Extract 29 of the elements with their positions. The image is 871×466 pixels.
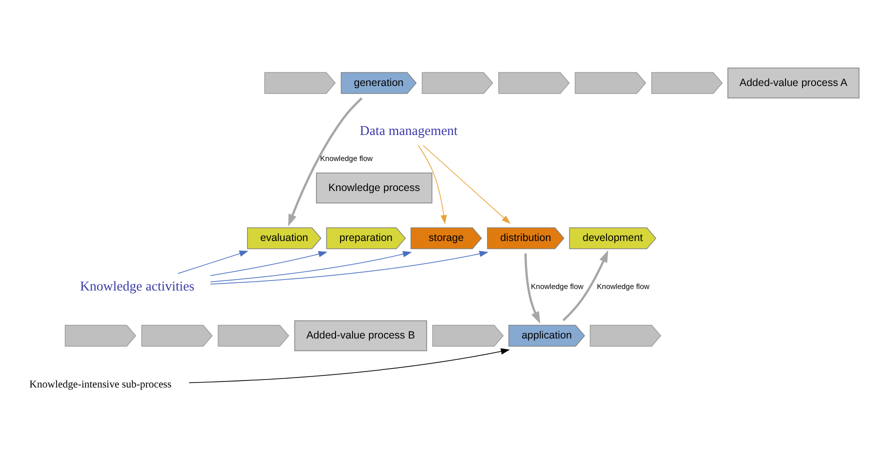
node-box: Added-value process A <box>727 68 860 98</box>
node-text: Knowledge activities <box>80 278 194 294</box>
arrow <box>524 253 540 324</box>
arrow <box>210 250 488 284</box>
arrow <box>418 145 447 224</box>
arrow <box>562 250 608 322</box>
node-chevron <box>64 324 136 347</box>
node-chevron <box>141 324 213 347</box>
node-chevron <box>590 324 662 347</box>
node-chevron <box>218 324 290 347</box>
edge-label: Knowledge flow <box>320 154 373 163</box>
node-chevron <box>498 72 570 94</box>
node-chevron <box>651 72 723 94</box>
arrow <box>178 250 248 274</box>
arrow <box>210 251 412 282</box>
node-box: Added-value process B <box>294 320 428 352</box>
node-text: Data management <box>360 123 458 138</box>
node-text: Knowledge-intensive sub-process <box>29 379 172 390</box>
node-chevron <box>432 324 504 347</box>
node-chevron <box>574 72 646 94</box>
arrow <box>288 97 363 226</box>
node-chevron <box>264 72 336 94</box>
arrow <box>210 251 328 276</box>
arrow <box>188 348 510 384</box>
node-box: Knowledge process <box>316 172 432 204</box>
arrow <box>422 145 511 224</box>
edge-label: Knowledge flow <box>530 282 584 291</box>
edge-label: Knowledge flow <box>596 282 650 291</box>
node-chevron <box>422 72 494 94</box>
